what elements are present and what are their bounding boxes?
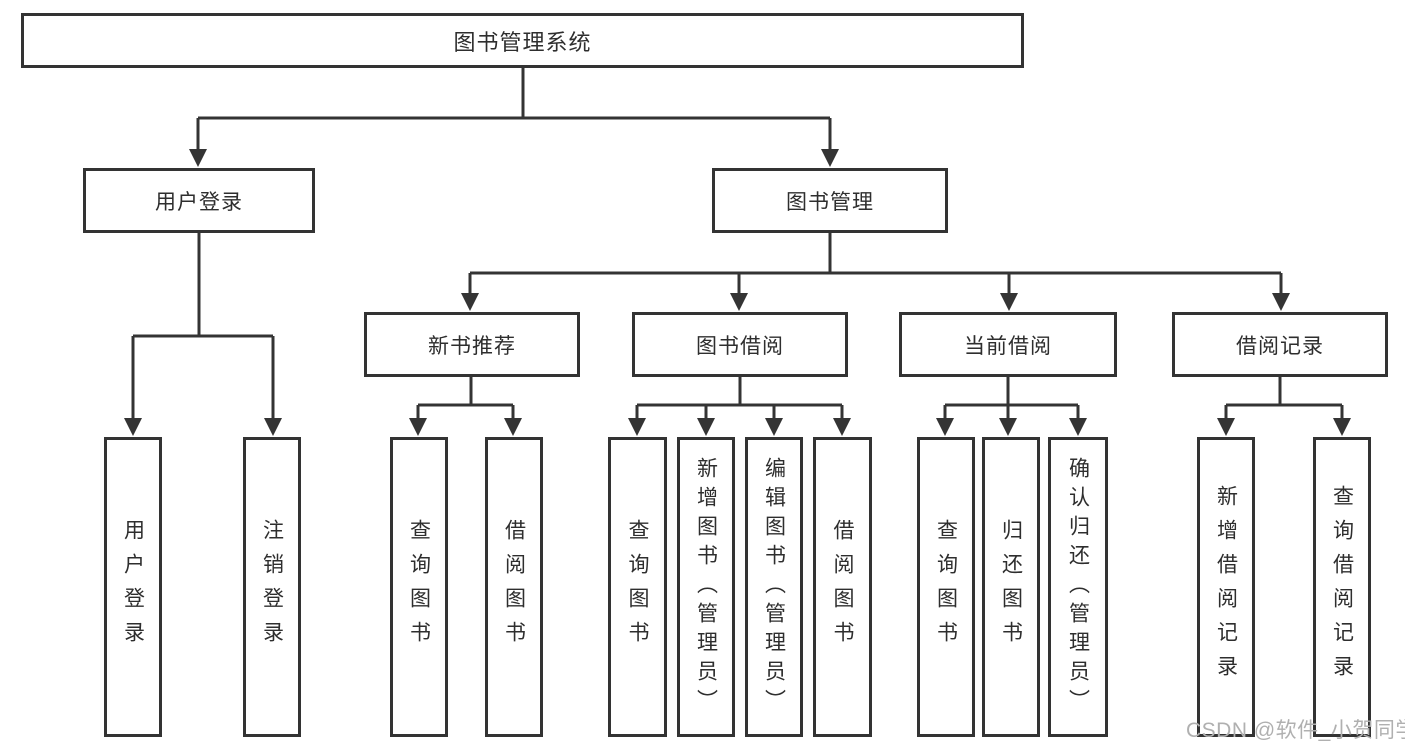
connector-arrowhead (461, 293, 479, 311)
connector-arrowhead (1069, 418, 1087, 436)
connector-arrowhead (264, 418, 282, 436)
leaf-recommend-borrow-books-label: 借阅图书 (502, 519, 526, 655)
leaf-current-query-books-label: 查询图书 (934, 519, 958, 655)
node-book-management-label: 图书管理 (786, 190, 874, 214)
connector-arrowhead (697, 418, 715, 436)
connector-arrowhead (1000, 293, 1018, 311)
leaf-current-query-books: 查询图书 (917, 437, 975, 737)
node-borrow-records-label: 借阅记录 (1236, 334, 1324, 358)
connector-line (196, 68, 832, 149)
leaf-confirm-return-admin: 确认归还（管理员） (1048, 437, 1108, 737)
connector-arrowhead (821, 149, 839, 167)
leaf-add-book-admin: 新增图书（管理员） (677, 437, 735, 737)
leaf-edit-book-admin-label: 编辑图书（管理员） (762, 456, 786, 718)
leaf-user-login-label: 用户登录 (121, 519, 145, 655)
watermark-text: CSDN @软件_小贺同学 (1186, 719, 1405, 742)
connector-arrowhead (1333, 418, 1351, 436)
connector-arrowhead (730, 293, 748, 311)
connector-arrowhead (833, 418, 851, 436)
leaf-add-book-admin-label: 新增图书（管理员） (694, 456, 718, 718)
leaf-user-login: 用户登录 (104, 437, 162, 737)
node-book-borrow: 图书借阅 (632, 312, 848, 377)
connector-arrowhead (409, 418, 427, 436)
leaf-query-borrow-record: 查询借阅记录 (1313, 437, 1371, 737)
leaf-borrow-query-books: 查询图书 (608, 437, 667, 737)
node-current-borrow: 当前借阅 (899, 312, 1117, 377)
node-borrow-records: 借阅记录 (1172, 312, 1388, 377)
connector-arrowhead (936, 418, 954, 436)
connector-line (1224, 377, 1344, 420)
connector-arrowhead (628, 418, 646, 436)
connector-arrowhead (1217, 418, 1235, 436)
connector-arrowhead (1272, 293, 1290, 311)
node-book-borrow-label: 图书借阅 (696, 334, 784, 358)
leaf-logout: 注销登录 (243, 437, 301, 737)
leaf-return-book: 归还图书 (982, 437, 1040, 737)
leaf-logout-label: 注销登录 (260, 519, 284, 655)
leaf-edit-book-admin: 编辑图书（管理员） (745, 437, 803, 737)
leaf-borrow-book-label: 借阅图书 (831, 519, 854, 655)
connector-arrowhead (504, 418, 522, 436)
connector-arrowhead (999, 418, 1017, 436)
leaf-confirm-return-admin-label: 确认归还（管理员） (1066, 456, 1090, 718)
leaf-recommend-query-books: 查询图书 (390, 437, 448, 737)
connector-arrowhead (124, 418, 142, 436)
node-user-login: 用户登录 (83, 168, 315, 233)
leaf-add-borrow-record-label: 新增借阅记录 (1214, 485, 1238, 689)
node-root: 图书管理系统 (21, 13, 1024, 68)
node-book-management: 图书管理 (712, 168, 948, 233)
leaf-return-book-label: 归还图书 (999, 519, 1023, 655)
leaf-borrow-query-books-label: 查询图书 (626, 519, 649, 655)
connector-arrowhead (765, 418, 783, 436)
connector-line (468, 233, 1283, 295)
node-root-label: 图书管理系统 (453, 29, 592, 55)
connector-line (943, 377, 1080, 420)
node-new-book-recommend-label: 新书推荐 (428, 334, 516, 358)
leaf-recommend-borrow-books: 借阅图书 (485, 437, 543, 737)
node-current-borrow-label: 当前借阅 (964, 334, 1052, 358)
leaf-borrow-book: 借阅图书 (813, 437, 872, 737)
connector-line (416, 377, 515, 420)
leaf-query-borrow-record-label: 查询借阅记录 (1330, 485, 1354, 689)
connector-arrowhead (189, 149, 207, 167)
leaf-recommend-query-books-label: 查询图书 (407, 519, 431, 655)
leaf-add-borrow-record: 新增借阅记录 (1197, 437, 1255, 737)
connector-line (635, 377, 844, 420)
node-new-book-recommend: 新书推荐 (364, 312, 580, 377)
connector-line (131, 233, 275, 420)
node-user-login-label: 用户登录 (155, 190, 243, 214)
